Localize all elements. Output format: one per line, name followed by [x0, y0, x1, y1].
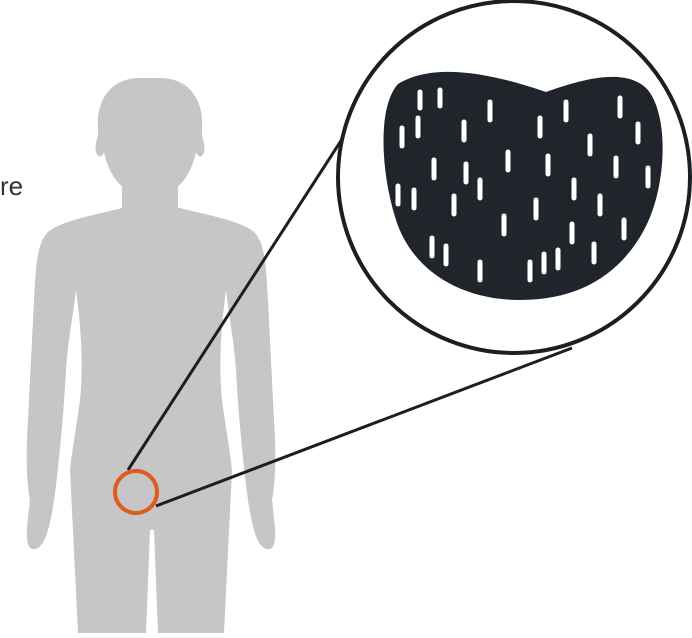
magnified-skin-patch-icon: [338, 1, 690, 353]
human-silhouette-icon: [27, 78, 276, 633]
side-text-fragment: re: [0, 171, 23, 201]
